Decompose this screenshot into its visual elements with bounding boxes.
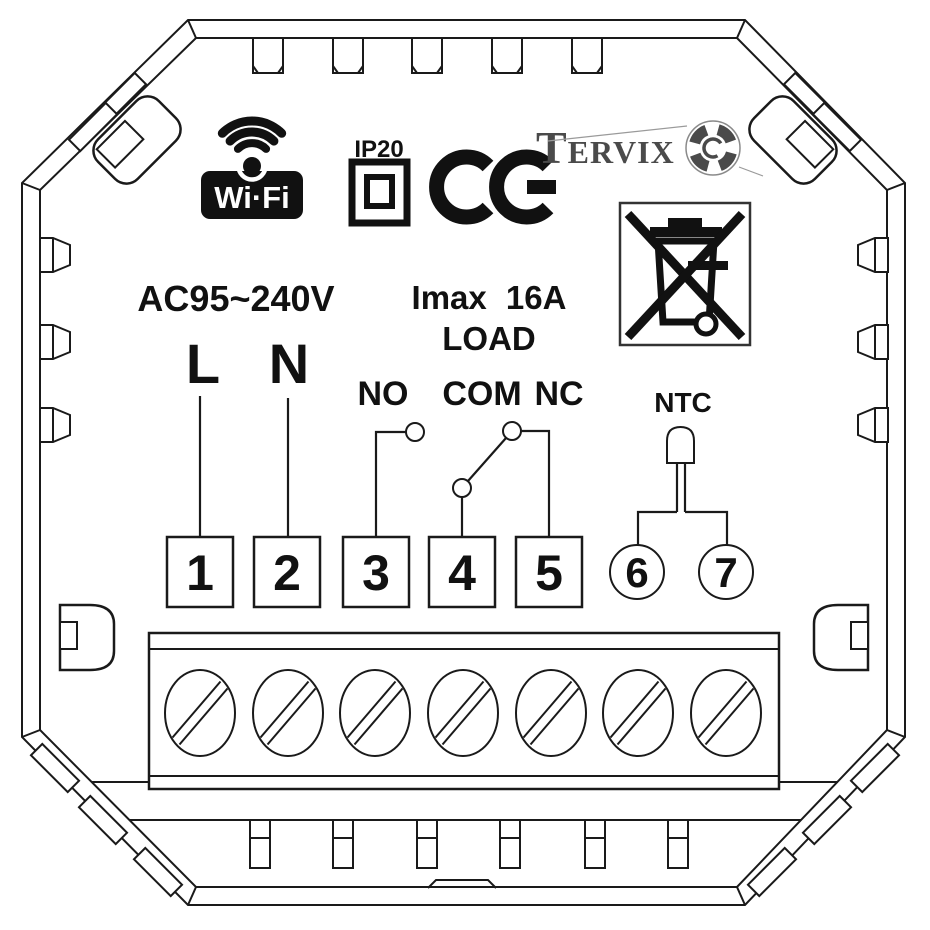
com-label: COM bbox=[442, 375, 521, 413]
brand-logo: Tervix bbox=[536, 120, 764, 177]
bottom-mounting-tabs bbox=[249, 819, 689, 869]
wire-labels: L N NO COM NC NTC bbox=[186, 332, 712, 418]
terminal-circle-6 bbox=[609, 544, 665, 600]
terminal-box-5 bbox=[514, 535, 584, 609]
brand-gear-icon bbox=[547, 120, 764, 177]
com-contact bbox=[452, 478, 472, 498]
imax-rating-label: Imax 16A bbox=[412, 279, 567, 316]
wiring-lines bbox=[198, 396, 290, 537]
nc-contact bbox=[502, 421, 522, 441]
top-right-corner-clip bbox=[748, 95, 838, 185]
wifi-icon: Wi·Fi bbox=[201, 116, 303, 219]
terminal-block bbox=[147, 631, 781, 791]
bottom-notch bbox=[427, 879, 497, 889]
terminal-number-6: 6 bbox=[625, 549, 648, 596]
relay-switch-diagram bbox=[374, 421, 551, 537]
load-label: LOAD bbox=[442, 320, 536, 357]
corner-bevel-ticks bbox=[21, 19, 906, 906]
terminal-box-2 bbox=[252, 535, 322, 609]
terminal-box-4 bbox=[427, 535, 497, 609]
top-mounting-tabs bbox=[252, 37, 603, 74]
rating-labels: AC95~240V Imax 16A LOAD bbox=[137, 278, 566, 357]
bottom-left-corner-clip bbox=[58, 603, 116, 672]
terminal-circle-7 bbox=[698, 544, 754, 600]
bottom-right-corner-clip bbox=[812, 603, 870, 672]
line-label: L bbox=[186, 332, 220, 395]
neutral-label: N bbox=[269, 332, 309, 395]
ip20-icon: IP20 bbox=[348, 136, 411, 227]
weee-icon bbox=[618, 201, 752, 347]
terminal-number-2: 2 bbox=[273, 545, 301, 601]
nc-label: NC bbox=[534, 375, 583, 413]
power-rating-label: AC95~240V bbox=[137, 278, 334, 319]
ntc-sensor-bulb bbox=[666, 425, 695, 464]
terminal-box-3 bbox=[341, 535, 411, 609]
no-contact bbox=[405, 422, 425, 442]
switch-arm bbox=[467, 437, 507, 482]
right-edge-clips bbox=[857, 237, 889, 443]
terminal-markers: 1 2 3 4 5 6 7 bbox=[165, 535, 754, 609]
terminal-number-7: 7 bbox=[714, 549, 737, 596]
terminal-number-5: 5 bbox=[535, 545, 563, 601]
terminal-number-1: 1 bbox=[186, 545, 214, 601]
terminal-box-1 bbox=[165, 535, 235, 609]
ntc-sensor-diagram bbox=[636, 425, 729, 545]
left-edge-clips bbox=[39, 237, 71, 443]
terminal-number-3: 3 bbox=[362, 545, 390, 601]
top-left-corner-clip bbox=[92, 95, 182, 185]
terminal-number-4: 4 bbox=[448, 545, 476, 601]
wifi-label: Wi·Fi bbox=[214, 180, 289, 215]
no-label: NO bbox=[358, 375, 409, 413]
ntc-label: NTC bbox=[654, 387, 712, 418]
ce-mark-icon bbox=[429, 149, 556, 225]
